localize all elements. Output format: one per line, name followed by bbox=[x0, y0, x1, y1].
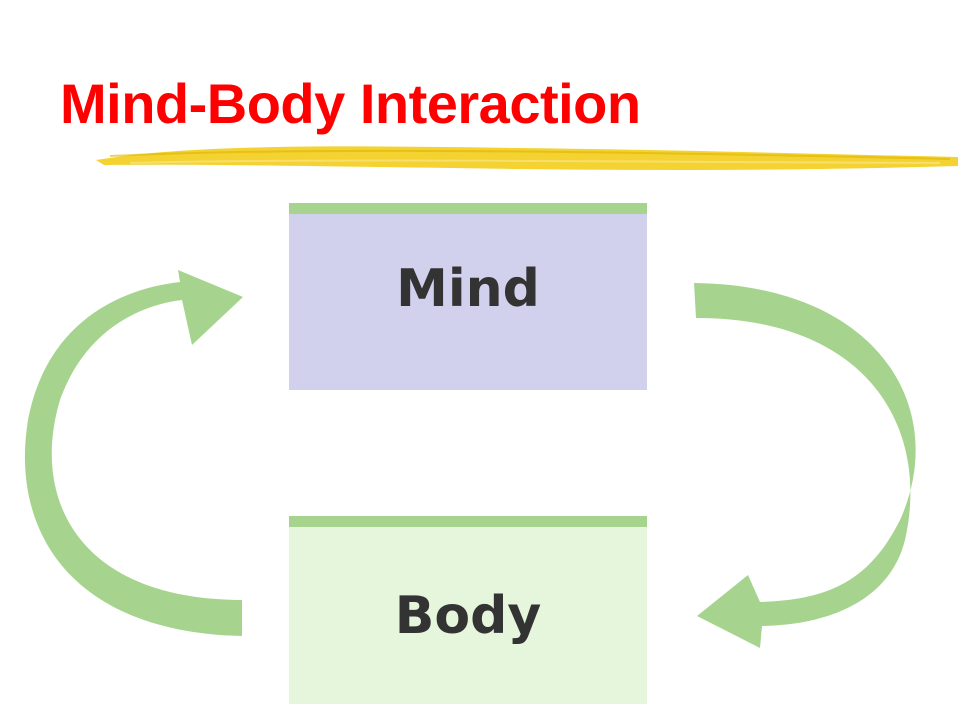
body-label: Body bbox=[394, 586, 542, 646]
mind-box: Mind bbox=[289, 203, 647, 390]
body-box: Body bbox=[289, 516, 647, 704]
arrow-body-to-mind bbox=[24, 270, 244, 636]
body-box-stripe bbox=[289, 516, 647, 527]
mind-box-stripe bbox=[289, 203, 647, 214]
mind-label: Mind bbox=[396, 258, 540, 319]
arrow-mind-to-body bbox=[694, 283, 916, 648]
slide-title: Mind-Body Interaction bbox=[60, 72, 641, 135]
